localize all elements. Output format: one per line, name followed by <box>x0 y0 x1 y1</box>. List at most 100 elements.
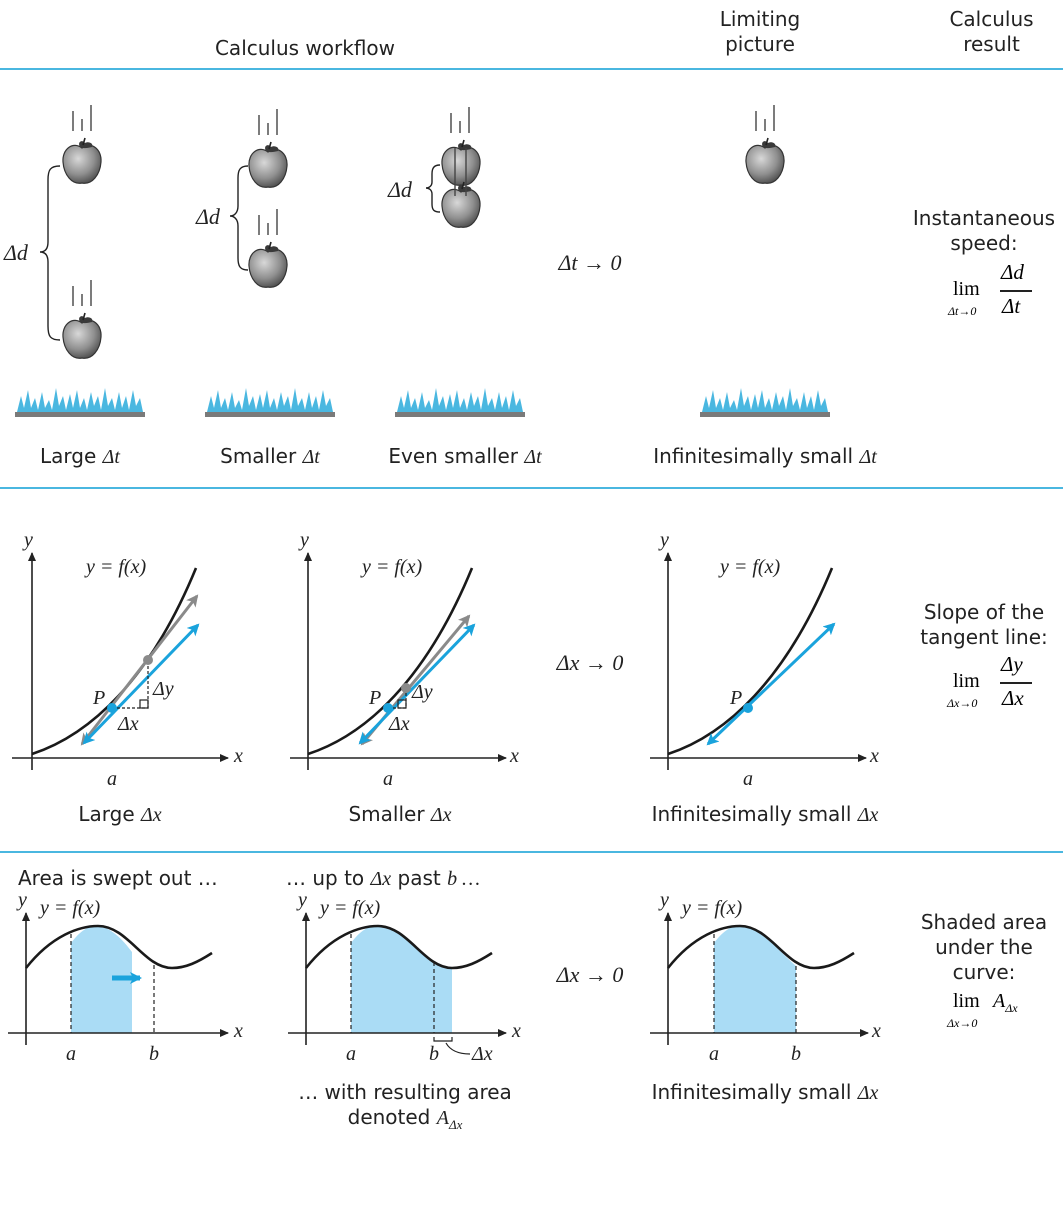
a-label-1: a <box>107 768 117 790</box>
func-label-3: y = f(x) <box>720 556 781 578</box>
grass-ground-icon <box>15 388 145 417</box>
fraction-numerator: Δy <box>1001 652 1023 676</box>
result-slope-line2: tangent line: <box>920 625 1048 649</box>
lim-label: lim <box>953 990 980 1012</box>
y-axis-label-4: y <box>18 889 27 911</box>
func-label-6: y = f(x) <box>682 897 743 919</box>
x-axis-label-1: x <box>234 745 243 767</box>
fraction-bar <box>1000 682 1032 684</box>
panel-area-up-to <box>288 912 507 1055</box>
a-label-2: a <box>383 768 393 790</box>
shaded-area <box>71 926 132 1033</box>
speed-limit-formula: lim Δt→0 Δd Δt <box>945 260 1045 320</box>
x-axis-label-4: x <box>234 1020 243 1042</box>
fraction-numerator: Δd <box>1001 260 1024 284</box>
func-label-5: y = f(x) <box>320 897 381 919</box>
result-area-line3: curve: <box>952 960 1016 984</box>
header-limiting-picture: Limiting picture <box>640 7 880 57</box>
panel-speed-smaller <box>205 108 335 417</box>
curve <box>31 567 198 756</box>
a-label-3: a <box>743 768 753 790</box>
result-slope-line1: Slope of the <box>923 600 1045 624</box>
point-p <box>107 703 117 713</box>
lim-subscript: Δt→0 <box>948 304 977 318</box>
tangent-arrow <box>82 623 200 745</box>
caption-slope-smaller: Smaller Δx <box>348 802 452 826</box>
shaded-area <box>714 926 796 1033</box>
apple-icon <box>248 141 288 189</box>
area-bottom-mid-line2: denoted AΔx <box>347 1105 463 1132</box>
slope-limit-formula: lim Δx→0 Δy Δx <box>945 652 1045 712</box>
area-bottom-right-label: Infinitesimally small Δx <box>651 1080 879 1104</box>
point-p-label-1: P <box>93 687 106 709</box>
result-speed-line1: Instantaneous <box>912 206 1056 230</box>
delta-d-label-even-smaller: Δd <box>388 177 412 202</box>
delta-d-label-large: Δd <box>4 240 28 265</box>
delta-x-label-2: Δx <box>389 713 410 735</box>
a-label-5: a <box>346 1043 356 1065</box>
delta-x-label-5: Δx <box>472 1043 493 1065</box>
header-calculus-result: Calculus result <box>920 7 1063 57</box>
lim-label: lim <box>953 278 980 300</box>
apple-icon <box>745 137 785 185</box>
func-label-4: y = f(x) <box>40 897 101 919</box>
func-label-1: y = f(x) <box>86 556 147 578</box>
header-result-line1: Calculus <box>949 7 1034 31</box>
delta-y-label-1: Δy <box>153 678 174 700</box>
lim-subscript: Δx→0 <box>947 696 978 710</box>
panel-area-limit <box>650 912 869 1045</box>
area-top-mid-label: … up to Δx past b … <box>286 866 480 890</box>
header-limiting-line1: Limiting <box>719 7 801 31</box>
panel-slope-limit <box>650 552 867 770</box>
fraction-bar <box>1000 290 1032 292</box>
header-result-line2: result <box>963 32 1020 56</box>
result-area-line1: Shaded area <box>920 910 1048 934</box>
a-label-6: a <box>709 1043 719 1065</box>
caption-speed-smaller: Smaller Δt <box>220 444 320 468</box>
panel-speed-even-smaller <box>395 106 525 417</box>
b-label-6: b <box>791 1043 801 1065</box>
apple-icon <box>441 139 481 187</box>
delta-d-label-smaller: Δd <box>196 204 220 229</box>
delta-x-label-1: Δx <box>118 713 139 735</box>
b-label-4: b <box>149 1043 159 1065</box>
x-axis-label-2: x <box>510 745 519 767</box>
grass-ground-icon <box>700 388 830 417</box>
x-axis-label-3: x <box>870 745 879 767</box>
apple-icon <box>62 312 102 360</box>
delta-x-limit-arrow-2: Δx → 0 <box>556 962 624 987</box>
grass-ground-icon <box>395 388 525 417</box>
caption-slope-large: Large Δx <box>78 802 162 826</box>
panel-speed-limit <box>700 104 830 417</box>
header-workflow: Calculus workflow <box>214 36 396 60</box>
caption-speed-even-smaller: Even smaller Δt <box>388 444 542 468</box>
func-label-2: y = f(x) <box>362 556 423 578</box>
panel-slope-smaller <box>290 552 507 770</box>
result-speed-line2: speed: <box>950 231 1018 255</box>
shaded-area <box>351 926 452 1033</box>
tangent-arrow <box>706 622 836 746</box>
curve <box>24 924 213 970</box>
caption-speed-large: Large Δt <box>40 444 120 468</box>
area-symbol: AΔx <box>993 990 1018 1015</box>
result-speed: Instantaneous speed: <box>905 206 1063 256</box>
fraction-denominator: Δt <box>1002 294 1021 318</box>
area-bottom-mid-label: … with resulting area denoted AΔx <box>280 1080 530 1137</box>
brace-icon <box>229 165 249 271</box>
delta-x-limit-arrow-1: Δx → 0 <box>556 650 624 675</box>
point-p <box>383 703 393 713</box>
panel-speed-large <box>15 104 145 417</box>
y-axis-label-3: y <box>660 529 669 551</box>
y-axis-label-6: y <box>660 889 669 911</box>
y-axis-label-2: y <box>300 529 309 551</box>
panel-area-swept <box>8 912 229 1045</box>
tangent-arrow <box>358 623 476 745</box>
y-axis-label-1: y <box>24 529 33 551</box>
result-slope: Slope of the tangent line: <box>905 600 1063 650</box>
panel-slope-large <box>12 552 229 770</box>
area-limit-formula: lim Δx→0 AΔx <box>945 990 1045 1040</box>
curve <box>304 924 493 970</box>
point-p-label-3: P <box>730 687 743 709</box>
header-limiting-line2: picture <box>725 32 795 56</box>
